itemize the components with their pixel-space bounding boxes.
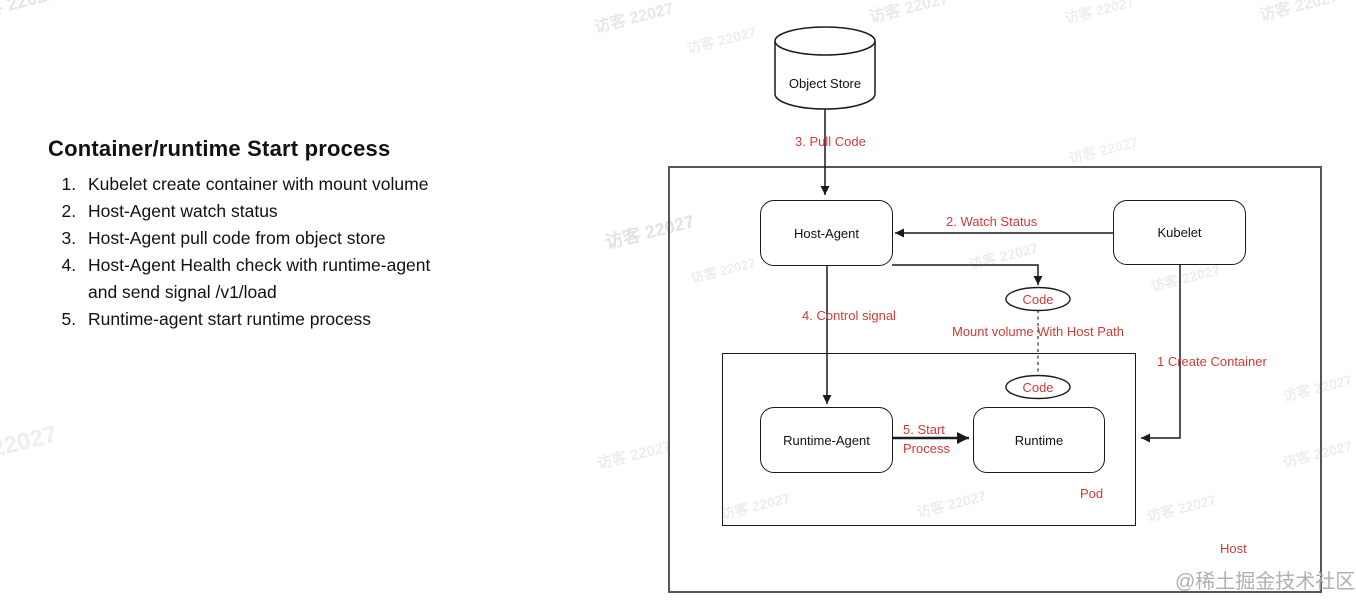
code-ellipse-pod [1005, 374, 1071, 400]
runtime-agent-node: Runtime-Agent [760, 407, 893, 473]
start-process-label: 5. Start Process [903, 420, 950, 458]
notes-panel: Container/runtime Start process Kubelet … [48, 136, 548, 333]
host-container-box [668, 166, 1322, 593]
pod-container-box [722, 353, 1136, 526]
list-item: Runtime-agent start runtime process [81, 306, 548, 333]
step-text: Runtime-agent start runtime process [88, 309, 372, 329]
list-item: Kubelet create container with mount volu… [81, 171, 548, 198]
mount-volume-label: Mount volume With Host Path [952, 324, 1124, 339]
code-pod-label: Code [1022, 380, 1054, 395]
step-text: Kubelet create container with mount volu… [88, 174, 429, 194]
object-store-label: Object Store [788, 76, 862, 91]
list-item: Host-Agent watch status [81, 198, 548, 225]
step-text-continued: and send signal /v1/load [88, 282, 277, 302]
code-top-label: Code [1022, 292, 1054, 307]
object-store-cylinder [774, 26, 876, 110]
runtime-node: Runtime [973, 407, 1105, 473]
host-agent-to-code-arrow [892, 264, 1043, 285]
kubelet-node: Kubelet [1113, 200, 1246, 265]
control-signal-label: 4. Control signal [802, 308, 896, 323]
list-item: Host-Agent Health check with runtime-age… [81, 252, 548, 306]
community-credit-watermark: @稀土掘金技术社区 [1175, 571, 1356, 593]
pull-code-label: 3. Pull Code [795, 134, 866, 149]
start-process-label-line2: Process [903, 441, 950, 456]
list-item: Host-Agent pull code from object store [81, 225, 548, 252]
page-title: Container/runtime Start process [48, 136, 391, 161]
host-agent-node: Host-Agent [760, 200, 893, 266]
pod-label: Pod [1080, 486, 1104, 501]
step-text: Host-Agent pull code from object store [88, 228, 386, 248]
create-container-label: 1 Create Container [1157, 354, 1267, 369]
code-ellipse-top [1005, 286, 1071, 312]
create-container-arrow [1141, 263, 1181, 443]
start-process-label-line1: 5. Start [903, 422, 945, 437]
process-steps-list: Kubelet create container with mount volu… [48, 171, 548, 333]
step-text: Host-Agent watch status [88, 201, 278, 221]
host-label: Host [1220, 541, 1247, 556]
watch-status-label: 2. Watch Status [946, 214, 1038, 229]
step-text: Host-Agent Health check with runtime-age… [88, 255, 431, 275]
